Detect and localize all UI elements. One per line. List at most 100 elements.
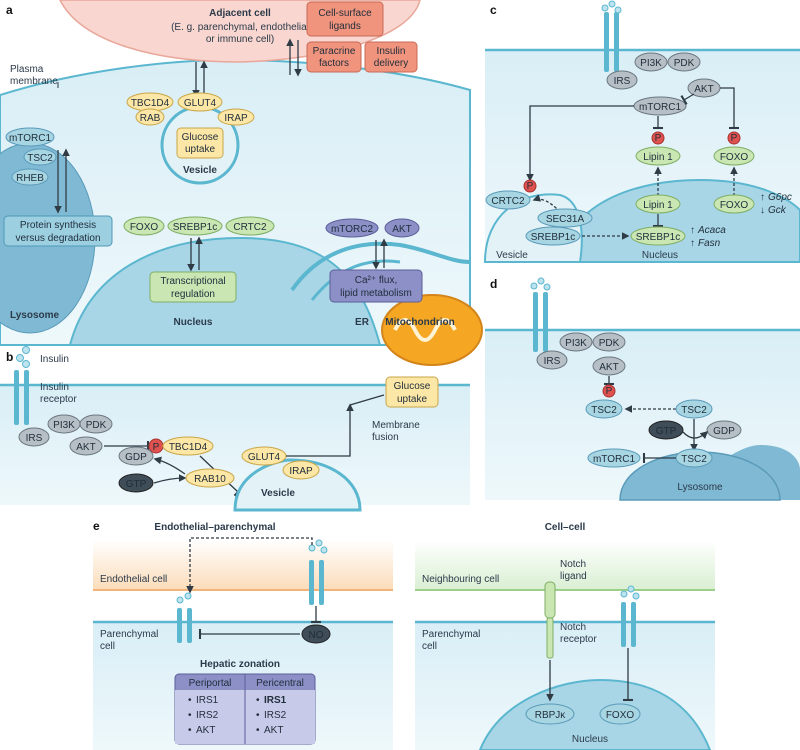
ca-flux-1: Ca²⁺ flux, bbox=[355, 275, 398, 286]
rab10-pill-b bbox=[185, 468, 235, 488]
crtc2-label-a: CRTC2 bbox=[233, 222, 267, 233]
gdp-pill-b bbox=[118, 446, 154, 466]
gtp-pill-b bbox=[118, 473, 154, 493]
neighbouring-cell-region bbox=[415, 540, 715, 590]
periportal-item: • bbox=[188, 710, 192, 721]
srebp1c-ves-label-c: SREBP1c bbox=[531, 232, 575, 243]
foxo-label-e: FOXO bbox=[606, 710, 635, 721]
rab10-label-b: RAB10 bbox=[194, 474, 226, 485]
periportal-item-label: IRS1 bbox=[196, 695, 219, 706]
panel-a-label: a bbox=[6, 3, 13, 17]
neighbouring-cell-label: Neighbouring cell bbox=[422, 574, 499, 585]
tsc2-label-d-1: TSC2 bbox=[591, 405, 617, 416]
protein-synthesis-1: Protein synthesis bbox=[20, 220, 96, 231]
tsc2-pill-d-1 bbox=[585, 399, 623, 419]
pi3k-label-b: PI3K bbox=[53, 420, 75, 431]
panel-b: b Insulin Insulin receptor IRS PI3K PDK … bbox=[0, 346, 470, 512]
foxo-nuc-pill-c bbox=[713, 194, 755, 214]
pi3k-pill-d bbox=[559, 332, 593, 352]
insulin-delivery-2: delivery bbox=[374, 58, 408, 69]
foxo-label-c: FOXO bbox=[720, 152, 749, 163]
tbc1d4-pill-b bbox=[162, 436, 214, 456]
lysosome-d-label: Lysosome bbox=[677, 482, 723, 493]
akt-label-b: AKT bbox=[76, 442, 95, 453]
akt-pill-b bbox=[69, 436, 103, 456]
phospho-lipin bbox=[651, 131, 665, 145]
panel-d-label: d bbox=[490, 277, 497, 291]
no-label: NO bbox=[309, 630, 324, 641]
glucose-uptake-b-2: uptake bbox=[397, 394, 427, 405]
panel-c: c PI3K PDK IRS AKT mTORC1 P Lipin 1 P FO… bbox=[483, 0, 800, 263]
irap-label-b: IRAP bbox=[289, 466, 313, 477]
tsc2-pill-d-2 bbox=[675, 399, 713, 419]
vesicle-b-label: Vesicle bbox=[261, 488, 295, 499]
insulin-label-b: Insulin bbox=[40, 354, 69, 365]
endothelial-cell-label: Endothelial cell bbox=[100, 574, 167, 585]
nucleus-a-label: Nucleus bbox=[174, 317, 213, 328]
srebp1c-nuc-label-c: SREBP1c bbox=[636, 232, 680, 243]
mtorc1-label-d: mTORC1 bbox=[593, 454, 635, 465]
tbc1d4-label-b: TBC1D4 bbox=[169, 442, 208, 453]
glut4-pill bbox=[177, 92, 223, 112]
insulin-delivery-1: Insulin bbox=[377, 46, 406, 57]
gck-label: Gck bbox=[768, 205, 787, 216]
tbc1d4-label: TBC1D4 bbox=[131, 98, 170, 109]
glut4-label: GLUT4 bbox=[184, 98, 217, 109]
irap-pill-b bbox=[282, 460, 320, 480]
irs-pill-c bbox=[606, 70, 638, 90]
tsc2-label-d-3: TSC2 bbox=[681, 454, 707, 465]
pdk-label-b: PDK bbox=[86, 420, 107, 431]
acaca-arrow: ↑ bbox=[690, 225, 695, 236]
endothelial-cell-region bbox=[93, 540, 393, 590]
lipin1-label-c: Lipin 1 bbox=[643, 152, 673, 163]
notch-ligand-label-2: ligand bbox=[560, 571, 587, 582]
periportal-item-label: AKT bbox=[196, 725, 215, 736]
pdk-label-d: PDK bbox=[599, 338, 620, 349]
er-membrane bbox=[290, 241, 471, 292]
rbpjk-pill bbox=[525, 703, 575, 725]
glucose-uptake-a-2: uptake bbox=[185, 144, 215, 155]
phospho-lipin-label: P bbox=[655, 133, 662, 144]
gtp-label-b: GTP bbox=[126, 479, 147, 490]
phospho-crtc2-label: P bbox=[527, 181, 534, 192]
nucleus-c-label: Nucleus bbox=[642, 250, 678, 261]
panel-e: e Endothelial–parenchymal Cell–cell Endo… bbox=[93, 519, 715, 750]
transcriptional-box bbox=[149, 271, 237, 303]
receptor-c bbox=[604, 12, 609, 72]
mtorc1-pill-a bbox=[5, 127, 55, 147]
tsc2-pill-a bbox=[23, 148, 57, 166]
glucose-uptake-a-1: Glucose bbox=[182, 132, 219, 143]
srebp1c-ves-pill-c bbox=[525, 226, 581, 246]
glucose-uptake-box-a bbox=[176, 127, 224, 159]
irap-label: IRAP bbox=[224, 113, 248, 124]
notch-receptor bbox=[546, 617, 554, 659]
mtorc1-label-c: mTORC1 bbox=[639, 102, 681, 113]
gtp-pill-d bbox=[648, 420, 684, 440]
gdp-label-b: GDP bbox=[125, 452, 147, 463]
irs-label-b: IRS bbox=[26, 433, 43, 444]
ca-flux-box bbox=[329, 269, 423, 303]
akt-label-c: AKT bbox=[694, 84, 713, 95]
rheb-label-a: RHEB bbox=[16, 173, 44, 184]
mtorc1-label-a: mTORC1 bbox=[9, 133, 51, 144]
notch-receptor-label-1: Notch bbox=[560, 622, 586, 633]
pericentral-item: • bbox=[256, 725, 260, 736]
gck-arrow: ↓ bbox=[760, 205, 765, 216]
lipin1-nuc-label-c: Lipin 1 bbox=[643, 200, 673, 211]
mtorc2-label-a: mTORC2 bbox=[331, 224, 373, 235]
fasn-arrow: ↑ bbox=[690, 238, 695, 249]
sec31a-pill-c bbox=[537, 208, 593, 228]
receptor-e-parenchymal bbox=[177, 608, 182, 643]
phospho-d bbox=[602, 384, 616, 398]
pi3k-pill-c bbox=[634, 52, 668, 72]
foxo-pill-e bbox=[599, 703, 641, 725]
vesicle-c-label: Vesicle bbox=[496, 250, 528, 261]
fasn-label: Fasn bbox=[698, 238, 721, 249]
parenchymal-right-label-2: cell bbox=[422, 641, 437, 652]
pericentral-item-label: AKT bbox=[264, 725, 283, 736]
protein-synthesis-box bbox=[3, 215, 113, 247]
no-pill bbox=[301, 624, 331, 644]
membrane-fusion-label-2: fusion bbox=[372, 432, 399, 443]
periportal-item: • bbox=[188, 725, 192, 736]
akt-label-a: AKT bbox=[392, 224, 411, 235]
